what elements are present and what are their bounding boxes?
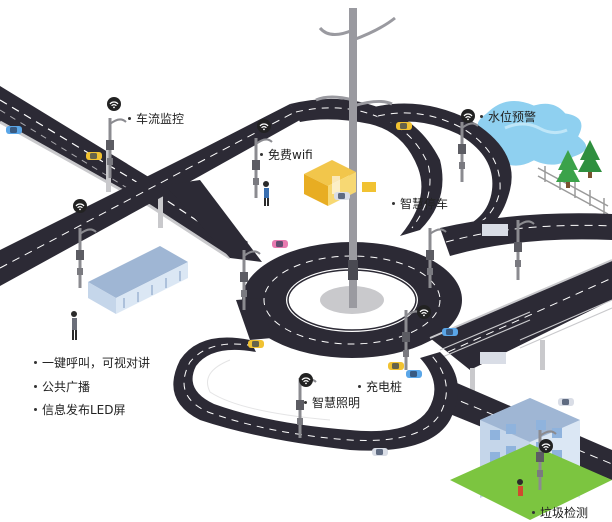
- label-garbage-detection: 垃圾检测: [532, 506, 588, 520]
- label-free-wifi: 免费wifi: [260, 148, 313, 162]
- label-charging-pile: 充电桩: [358, 380, 402, 394]
- label-public-broadcast: 公共广播: [34, 380, 90, 394]
- label-traffic-monitoring: 车流监控: [128, 112, 184, 126]
- fence: [537, 166, 609, 215]
- label-smart-lighting: 智慧照明: [304, 396, 360, 410]
- roads: [0, 86, 612, 480]
- label-one-key-call: 一键呼叫，可视对讲: [34, 356, 150, 370]
- people: [71, 181, 523, 496]
- trees: [556, 140, 602, 188]
- label-info-led-screen: 信息发布LED屏: [34, 403, 126, 417]
- label-water-level-warning: 水位预警: [480, 110, 536, 124]
- central-tower: [315, 8, 396, 308]
- label-smart-parking: 智慧停车: [392, 197, 448, 211]
- left-building: [88, 246, 188, 314]
- vehicles: [6, 122, 574, 456]
